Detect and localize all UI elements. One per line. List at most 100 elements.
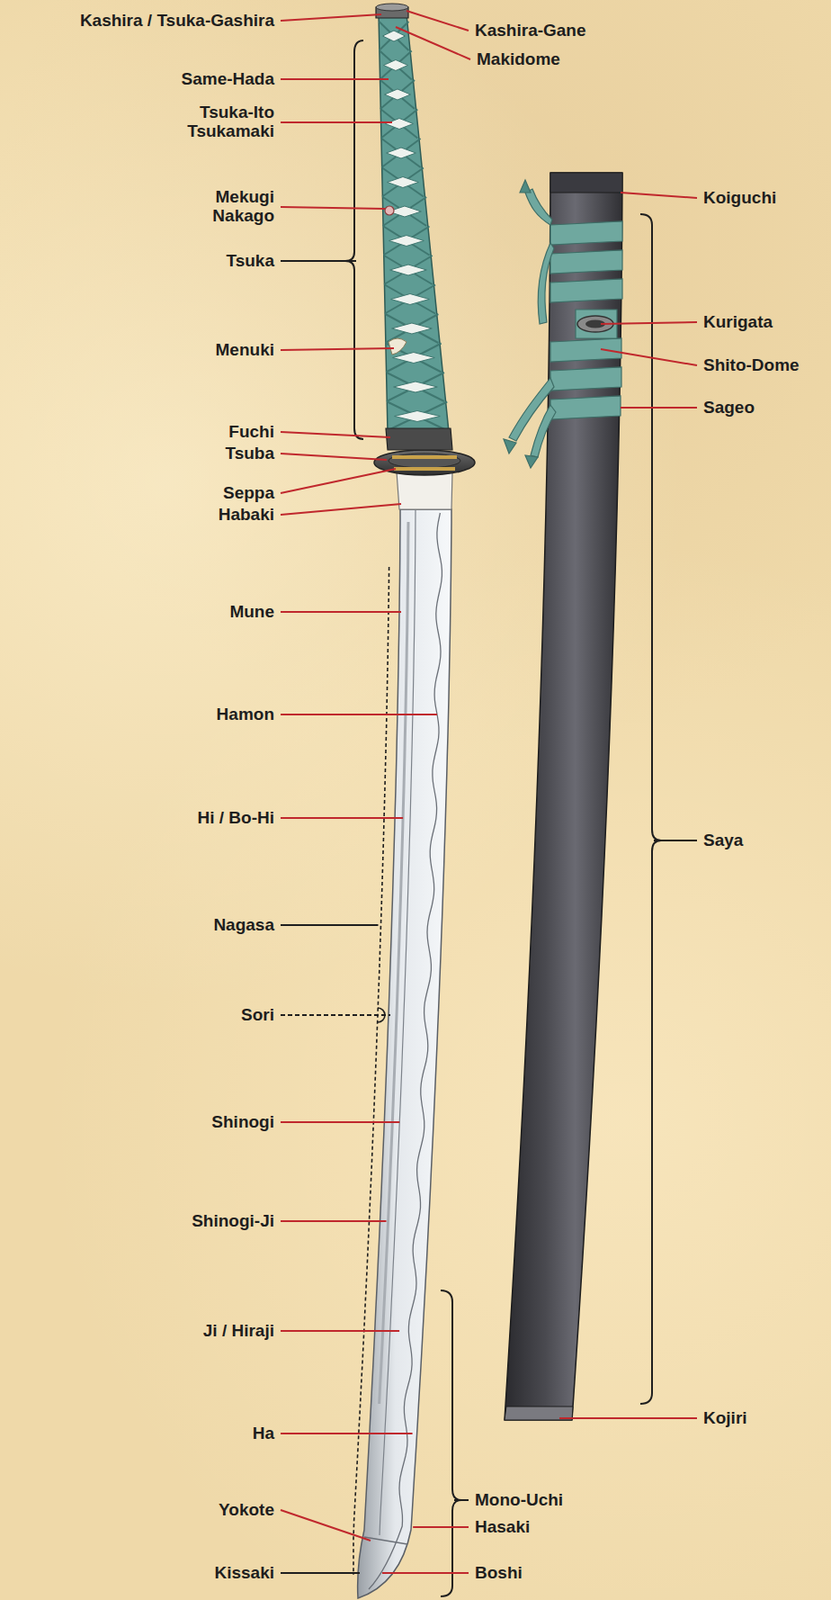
mekugi bbox=[384, 205, 394, 215]
part-label: Nagasa bbox=[213, 915, 275, 935]
fuchi bbox=[385, 428, 453, 450]
leader-line bbox=[454, 1498, 469, 1501]
hamon-line bbox=[368, 512, 442, 1589]
leader-line bbox=[395, 26, 471, 60]
part-label: Hasaki bbox=[474, 1517, 530, 1537]
leader-line bbox=[280, 348, 394, 350]
leader-line bbox=[280, 1571, 360, 1573]
part-label: Mune bbox=[229, 602, 275, 622]
leader-line bbox=[600, 321, 697, 324]
yokote-line bbox=[364, 1536, 408, 1544]
leader-line bbox=[280, 923, 379, 926]
part-label: Makidome bbox=[476, 50, 561, 70]
part-label: Menuki bbox=[215, 340, 275, 360]
tsuka-ito-wrap bbox=[379, 21, 410, 51]
part-label: Saya bbox=[703, 831, 743, 850]
leader-line bbox=[280, 713, 438, 715]
leader-lines bbox=[280, 10, 697, 1574]
same-hada-diamond bbox=[387, 177, 420, 188]
part-label: Yokote bbox=[218, 1500, 275, 1520]
tsuka-ito-wrap bbox=[384, 285, 436, 314]
tsuka-ito-wrap bbox=[381, 109, 419, 139]
tsuka-ito-wrap bbox=[381, 138, 420, 168]
hi-groove bbox=[379, 521, 409, 1403]
nagasa-line bbox=[353, 566, 390, 1574]
part-label: Kissaki bbox=[214, 1563, 275, 1582]
same-hada-diamond bbox=[389, 235, 425, 247]
part-label: Kojiri bbox=[703, 1408, 748, 1428]
part-label: Same-Hada bbox=[181, 70, 276, 90]
leader-line bbox=[280, 1329, 400, 1332]
part-label: Koiguchi bbox=[703, 188, 777, 208]
part-label: Kashira-Gane bbox=[474, 21, 587, 41]
saya bbox=[504, 172, 623, 1420]
tsuka-ito-wrap bbox=[385, 313, 439, 343]
part-label: Ha bbox=[252, 1423, 275, 1443]
leader-line bbox=[280, 1219, 387, 1222]
part-label: Hamon bbox=[216, 705, 275, 724]
same-hada-diamond bbox=[393, 352, 436, 364]
same-hada-diamond bbox=[390, 264, 428, 276]
leader-line bbox=[280, 1120, 400, 1123]
part-label: Kurigata bbox=[703, 312, 773, 332]
same-hada-diamond bbox=[383, 60, 408, 72]
same-hada-diamond bbox=[391, 294, 430, 305]
tsuka-handle bbox=[378, 14, 449, 432]
tsuka-ito-wrap bbox=[384, 255, 433, 285]
part-label: Seppa bbox=[223, 483, 275, 503]
part-label: Tsuka bbox=[225, 251, 275, 271]
leader-line bbox=[559, 1416, 697, 1419]
leader-line bbox=[280, 259, 357, 262]
part-label: Shinogi-Ji bbox=[191, 1211, 275, 1231]
tsuka-ito-wrap bbox=[386, 372, 445, 402]
part-label: Kashira / Tsuka-Gashira bbox=[80, 11, 275, 31]
kashira bbox=[375, 3, 409, 18]
same-hada-diamond bbox=[392, 322, 433, 334]
leader-line bbox=[280, 14, 382, 21]
part-label: Sori bbox=[241, 1005, 275, 1025]
same-hada-diamond bbox=[386, 147, 417, 159]
part-label: Fuchi bbox=[228, 422, 275, 442]
leader-line bbox=[406, 10, 469, 31]
leader-line bbox=[620, 192, 697, 198]
leader-line bbox=[280, 1013, 391, 1016]
leader-line bbox=[280, 816, 403, 819]
same-hada-diamond bbox=[382, 30, 405, 42]
leader-line bbox=[280, 453, 387, 460]
part-label: Shinogi bbox=[211, 1112, 275, 1132]
menuki bbox=[388, 338, 407, 355]
part-label: Habaki bbox=[218, 505, 275, 525]
tsuka-ito-wrap bbox=[382, 168, 424, 197]
leader-line bbox=[382, 1571, 469, 1573]
part-label: Tsuka-Ito Tsukamaki bbox=[168, 103, 275, 142]
part-label: Mono-Uchi bbox=[474, 1490, 563, 1510]
part-label: Ji / Hiraji bbox=[203, 1321, 275, 1341]
same-hada-diamond bbox=[393, 381, 438, 393]
same-hada-diamond bbox=[385, 118, 414, 130]
part-label: Boshi bbox=[474, 1563, 523, 1582]
leader-line bbox=[600, 348, 697, 366]
same-hada-diamond bbox=[384, 89, 411, 100]
leader-line bbox=[653, 839, 697, 841]
tsuka-ito-wrap bbox=[379, 51, 412, 81]
leader-line bbox=[280, 78, 389, 81]
leader-line bbox=[280, 610, 402, 613]
leader-line bbox=[280, 1509, 371, 1540]
leader-line bbox=[280, 431, 391, 438]
tsuka-ito-wrap bbox=[387, 402, 448, 431]
leader-line bbox=[280, 121, 393, 124]
leader-line bbox=[280, 503, 402, 515]
tsuka-ito-wrap bbox=[380, 80, 415, 109]
leader-line bbox=[620, 406, 697, 409]
blade bbox=[357, 509, 452, 1598]
tsuka-ito-wrap bbox=[383, 196, 427, 226]
part-label: Mekugi Nakago bbox=[168, 187, 275, 226]
part-label: Shito-Dome bbox=[703, 356, 800, 376]
tsuba bbox=[374, 449, 475, 475]
part-label: Tsuba bbox=[224, 444, 275, 464]
shinogi-line bbox=[379, 509, 416, 1535]
part-label: Hi / Bo-Hi bbox=[197, 808, 276, 828]
leader-line bbox=[280, 206, 385, 209]
blade-body bbox=[357, 509, 452, 1598]
